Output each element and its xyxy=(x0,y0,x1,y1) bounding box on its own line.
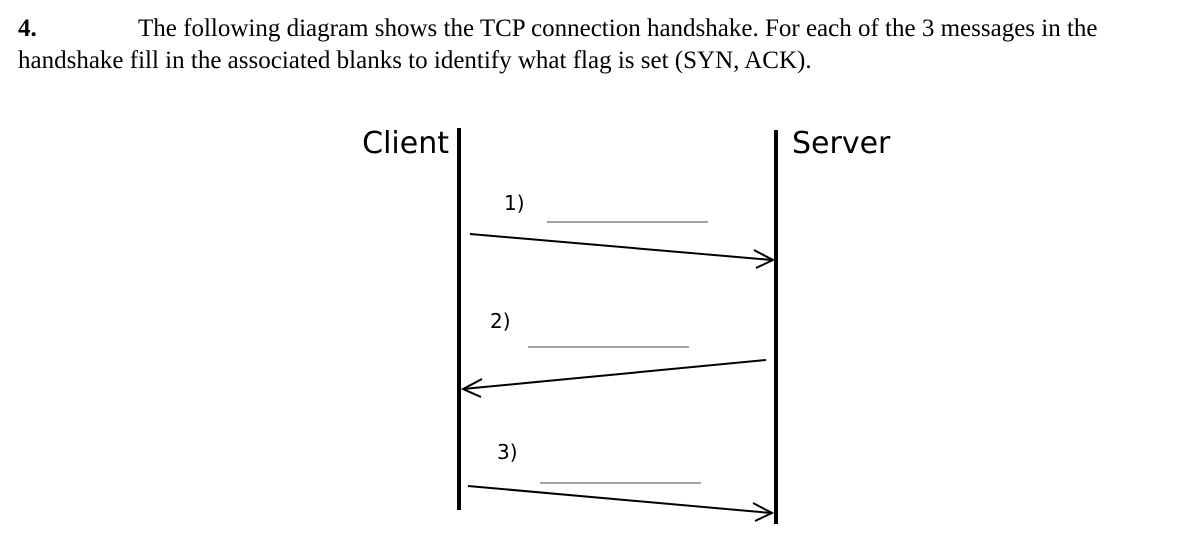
message-2-arrowhead-icon xyxy=(460,378,483,398)
message-1-arrowhead-icon xyxy=(753,249,776,269)
message-3-label: 3) xyxy=(497,440,518,464)
message-3-arrowhead-icon xyxy=(752,502,775,522)
message-1-label: 1) xyxy=(504,191,525,215)
question-number: 4. xyxy=(18,15,37,42)
message-3: 3) xyxy=(467,440,775,522)
message-2-label: 2) xyxy=(490,309,511,333)
message-2: 2) xyxy=(460,309,767,398)
client-label: Client xyxy=(362,126,449,161)
question-text-line1: The following diagram shows the TCP conn… xyxy=(138,15,1098,42)
message-2-arrow xyxy=(462,359,767,390)
message-1: 1) xyxy=(469,191,776,269)
message-1-arrow xyxy=(469,233,773,261)
question-text-line2: handshake fill in the associated blanks … xyxy=(18,47,812,74)
message-3-arrow xyxy=(467,485,772,514)
server-label: Server xyxy=(792,126,891,161)
